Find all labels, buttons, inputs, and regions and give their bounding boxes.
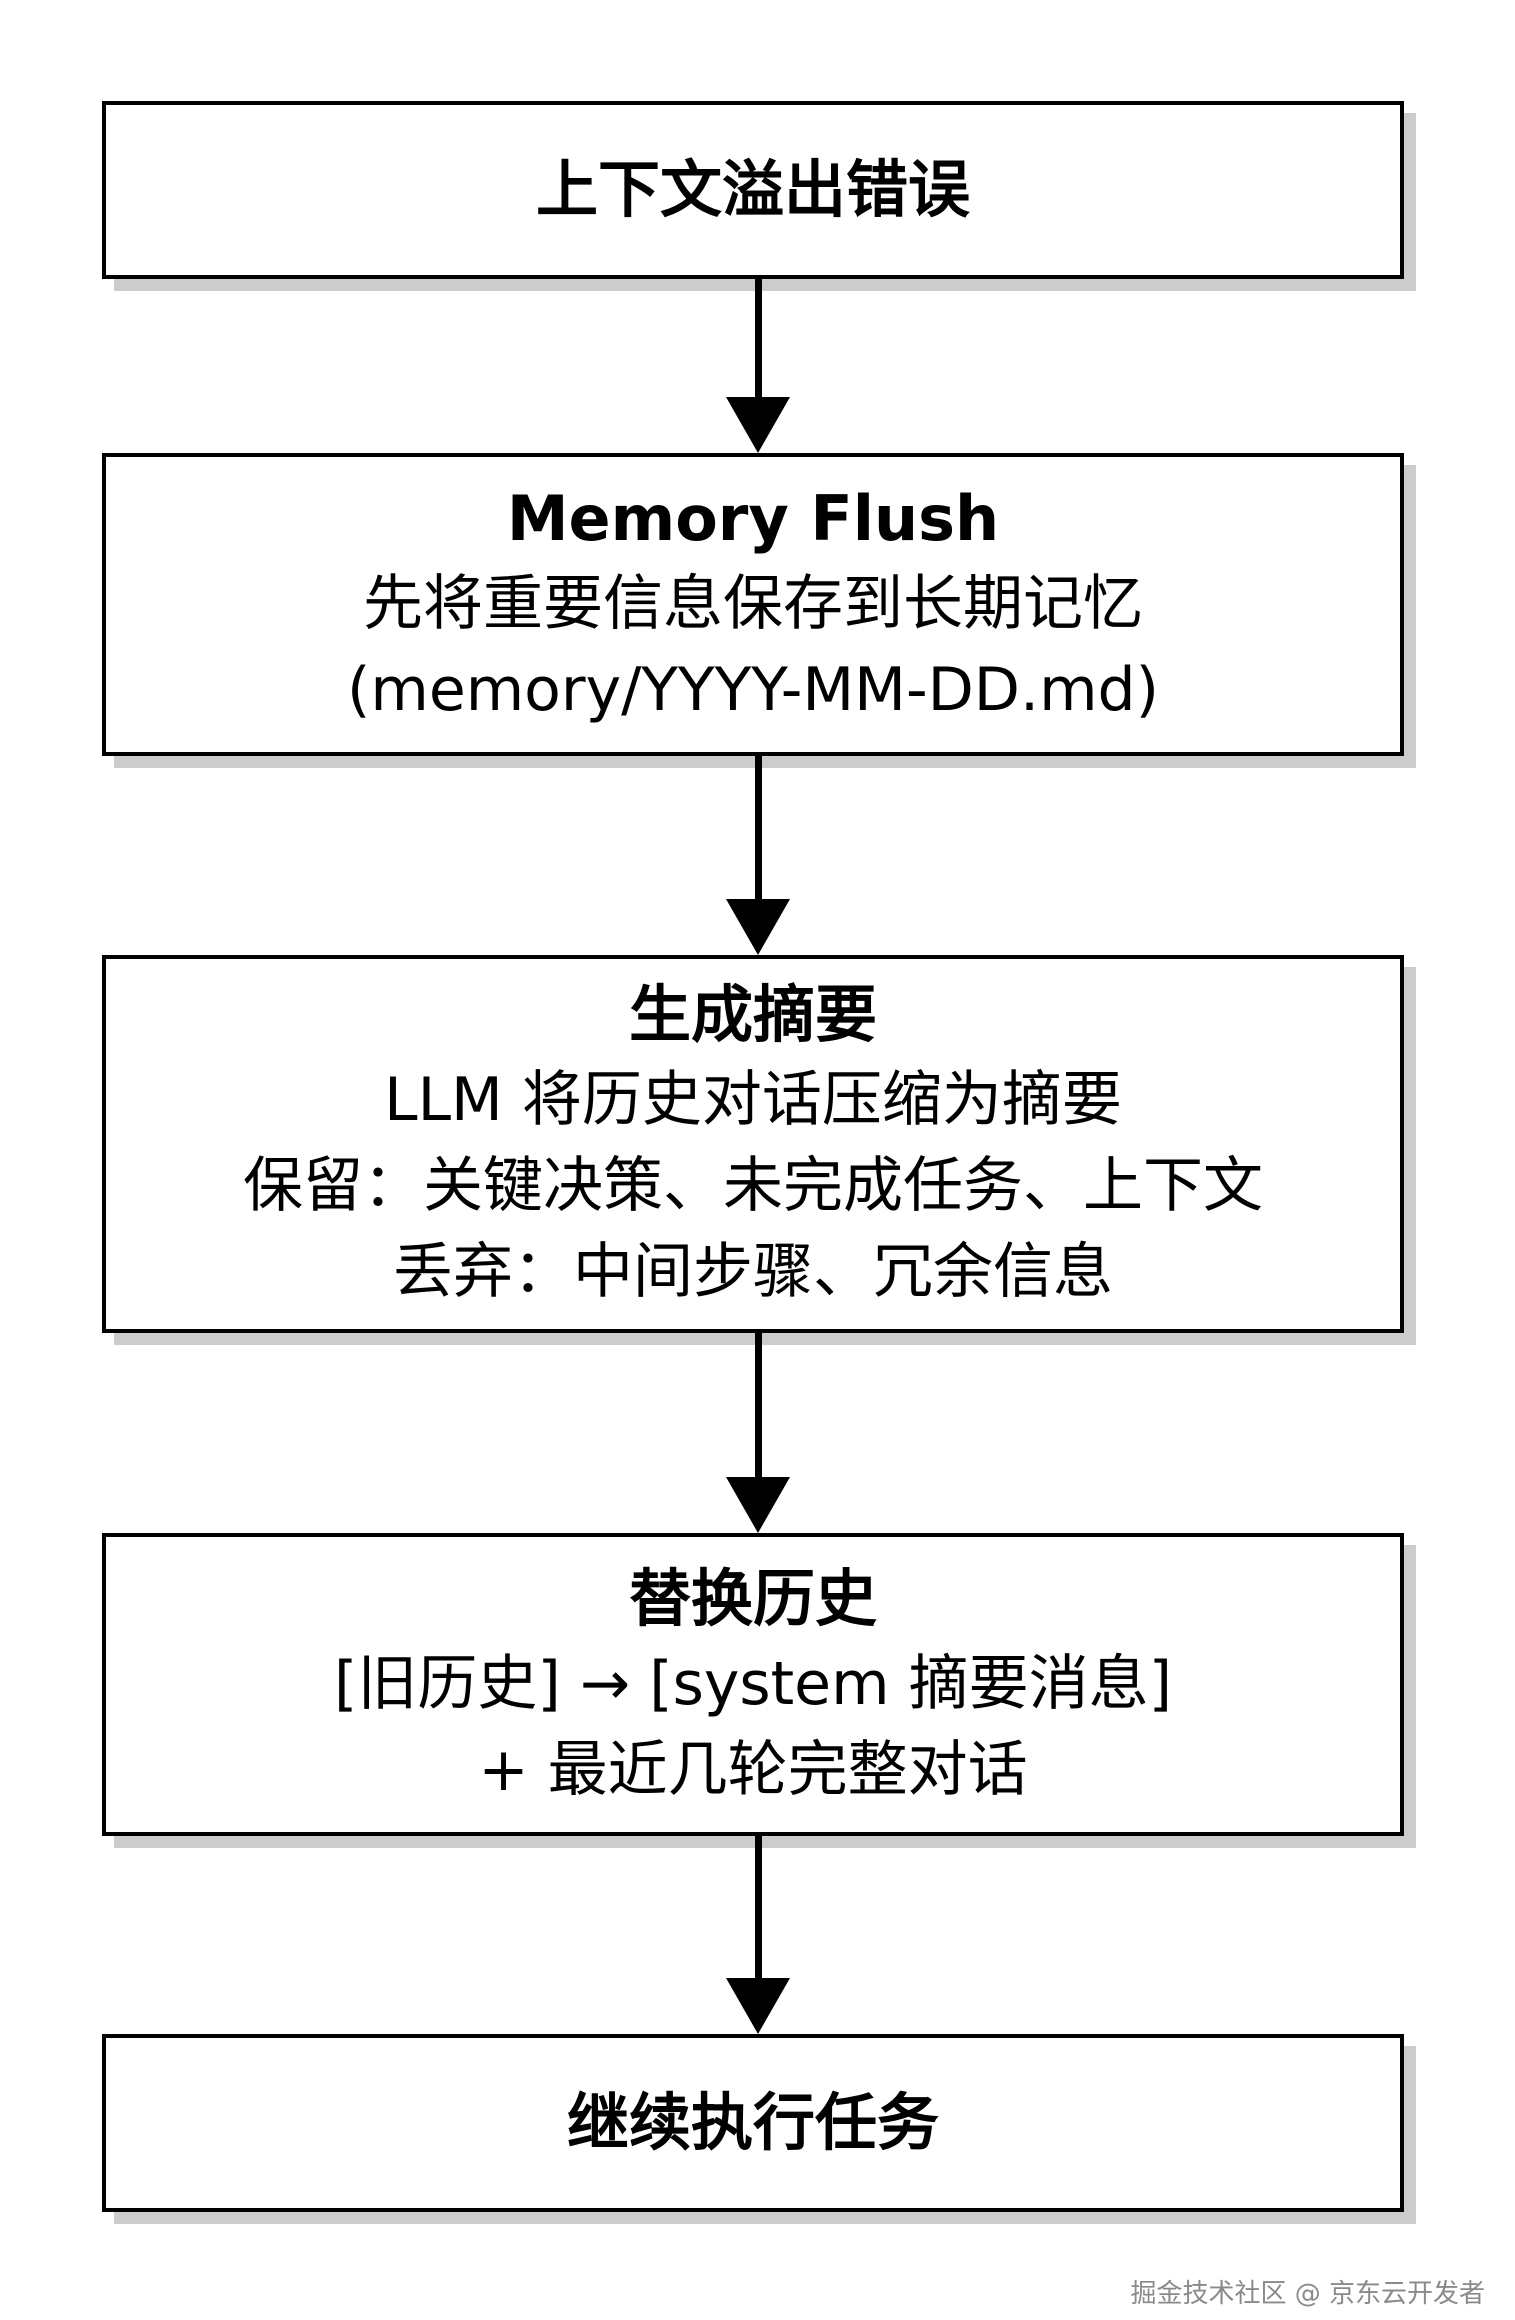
- flow-arrow-4: [726, 1836, 790, 2034]
- node-title: 继续执行任务: [566, 2086, 939, 2159]
- node-title: 替换历史: [628, 1561, 877, 1635]
- watermark: 掘金技术社区 @ 京东云开发者: [1130, 2279, 1485, 2309]
- node-title: 生成摘要: [628, 978, 877, 1051]
- flow-arrow-3: [726, 1333, 790, 1533]
- node-line: 先将重要信息保存到长期记忆: [363, 568, 1143, 639]
- node-context-overflow: 上下文溢出错误: [102, 101, 1404, 279]
- node-line: [旧历史] → [system 摘要消息]: [333, 1648, 1173, 1719]
- flow-arrow-1: [726, 279, 790, 453]
- node-line: + 最近几轮完整对话: [478, 1734, 1028, 1805]
- node-line: (memory/YYYY-MM-DD.md): [346, 654, 1160, 725]
- node-line: 丢弃：中间步骤、冗余信息: [393, 1237, 1113, 1307]
- node-memory-flush: Memory Flush 先将重要信息保存到长期记忆 (memory/YYYY-…: [102, 453, 1404, 756]
- node-replace-history: 替换历史 [旧历史] → [system 摘要消息] + 最近几轮完整对话: [102, 1533, 1404, 1836]
- node-title: Memory Flush: [506, 481, 1000, 555]
- node-continue-task: 继续执行任务: [102, 2034, 1404, 2212]
- node-line: LLM 将历史对话压缩为摘要: [384, 1065, 1122, 1135]
- node-title: 上下文溢出错误: [535, 153, 970, 226]
- flow-arrow-2: [726, 756, 790, 955]
- node-line: 保留：关键决策、未完成任务、上下文: [243, 1151, 1263, 1221]
- node-generate-summary: 生成摘要 LLM 将历史对话压缩为摘要 保留：关键决策、未完成任务、上下文 丢弃…: [102, 955, 1404, 1333]
